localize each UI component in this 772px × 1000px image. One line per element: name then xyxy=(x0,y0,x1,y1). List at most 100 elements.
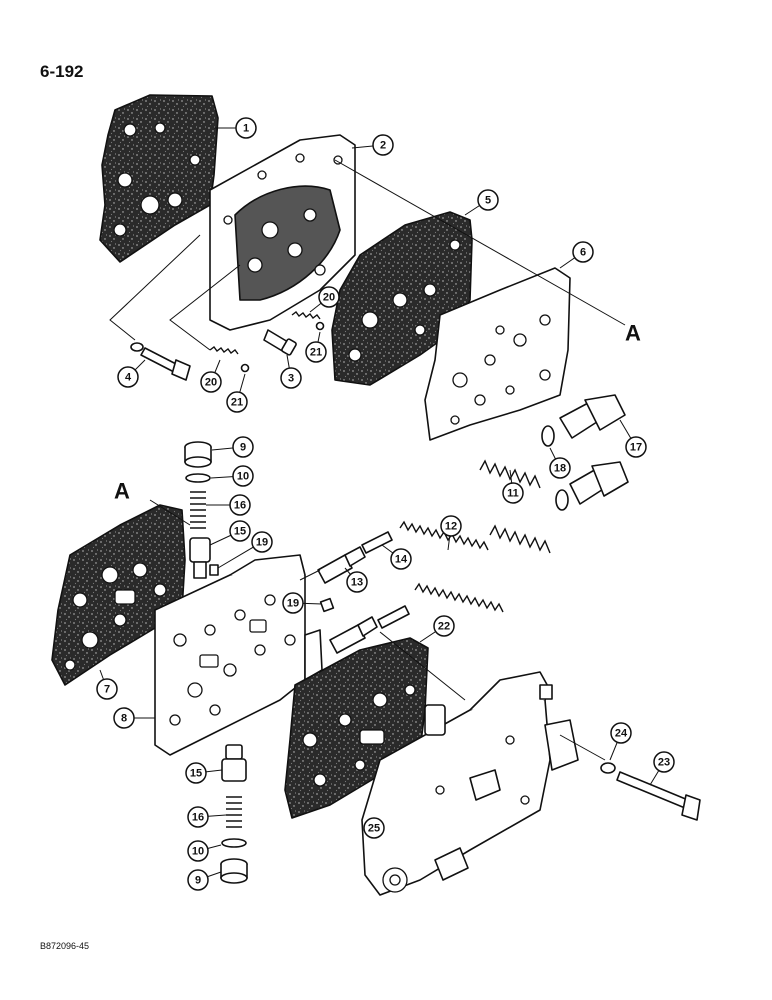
callout-circle-10 xyxy=(187,840,209,862)
callout-circle-16 xyxy=(187,806,209,828)
page-number: 6-192 xyxy=(40,62,84,81)
callout-circle-12 xyxy=(440,515,462,537)
callout-circle-23 xyxy=(653,751,675,773)
valve-13-upper xyxy=(317,546,366,584)
callout-circle-6 xyxy=(572,241,594,263)
plug-17-lower xyxy=(569,461,629,505)
callout-circle-18 xyxy=(549,457,571,479)
callout-label-9: 9 xyxy=(195,875,201,887)
callout-label-6: 6 xyxy=(580,247,586,259)
callout-circle-4 xyxy=(117,366,139,388)
valve-body-8 xyxy=(154,554,323,756)
washer-24 xyxy=(600,762,616,774)
callout-label-20: 20 xyxy=(205,377,217,389)
plate-6 xyxy=(424,267,571,441)
callout-label-12: 12 xyxy=(445,521,457,533)
callout-label-13: 13 xyxy=(351,577,363,589)
callout-label-16: 16 xyxy=(234,500,246,512)
plug-9-bottom xyxy=(220,858,248,884)
callout-circle-20 xyxy=(318,286,340,308)
spring-12-lower xyxy=(414,582,504,613)
ball-21-upper xyxy=(315,321,325,331)
callout-label-15: 15 xyxy=(190,768,202,780)
callout-circle-19 xyxy=(282,592,304,614)
o-ring-10-bottom xyxy=(221,838,247,848)
callout-circle-15 xyxy=(229,520,251,542)
pin-14-upper xyxy=(361,531,393,554)
callout-circle-21 xyxy=(226,391,248,413)
bolt-23 xyxy=(616,771,701,821)
callout-circle-8 xyxy=(113,707,135,729)
reference-letter-a-right: A xyxy=(625,321,641,346)
callout-circle-3 xyxy=(280,367,302,389)
o-ring-18-lower xyxy=(555,489,569,511)
spring-20-lower xyxy=(209,346,239,355)
spring-16-top xyxy=(190,491,206,529)
plug-19-top xyxy=(209,564,219,576)
callout-label-21: 21 xyxy=(231,397,243,409)
callout-circle-5 xyxy=(477,189,499,211)
callout-label-14: 14 xyxy=(395,554,408,566)
callout-circle-24 xyxy=(610,722,632,744)
separator-plate-2 xyxy=(209,134,356,331)
pin-14-lower xyxy=(377,605,410,629)
o-ring-18-upper xyxy=(541,425,555,447)
spring-16-bottom xyxy=(226,796,242,828)
callout-circle-9 xyxy=(232,436,254,458)
callout-label-18: 18 xyxy=(554,463,566,475)
callout-label-24: 24 xyxy=(615,728,628,740)
callout-label-23: 23 xyxy=(658,757,670,769)
bolt-4 xyxy=(130,342,191,381)
callout-circle-1 xyxy=(235,117,257,139)
callout-label-15: 15 xyxy=(234,526,246,538)
gasket-22 xyxy=(284,637,429,819)
ball-21-lower xyxy=(240,363,250,373)
callout-label-16: 16 xyxy=(192,812,204,824)
valve-15-bottom xyxy=(221,744,247,782)
callout-circle-16 xyxy=(229,494,251,516)
callout-label-4: 4 xyxy=(125,372,132,384)
callout-circle-14 xyxy=(390,548,412,570)
plug-19-lower xyxy=(319,597,335,613)
o-ring-10-top xyxy=(185,473,211,483)
callout-circle-7 xyxy=(96,678,118,700)
callout-circle-2 xyxy=(372,134,394,156)
callout-circle-22 xyxy=(433,615,455,637)
callout-circle-13 xyxy=(346,571,368,593)
spring-11-lower xyxy=(489,524,551,554)
callout-circle-15 xyxy=(185,762,207,784)
callout-circle-19 xyxy=(251,531,273,553)
housing-25 xyxy=(361,671,579,896)
callout-label-9: 9 xyxy=(240,442,246,454)
callout-label-2: 2 xyxy=(380,140,386,152)
callout-label-17: 17 xyxy=(630,442,642,454)
callout-label-11: 11 xyxy=(507,488,519,500)
spring-20-upper xyxy=(291,311,321,320)
callout-label-10: 10 xyxy=(237,471,249,483)
gasket-1 xyxy=(99,94,219,263)
callout-label-5: 5 xyxy=(485,195,491,207)
callout-label-25: 25 xyxy=(368,823,380,835)
callout-circle-21 xyxy=(305,341,327,363)
plug-9-top xyxy=(184,441,212,468)
callout-label-19: 19 xyxy=(287,598,299,610)
valve-15-top xyxy=(189,537,211,579)
callout-circle-10 xyxy=(232,465,254,487)
callout-label-1: 1 xyxy=(243,123,249,135)
callout-circle-17 xyxy=(625,436,647,458)
figure-code: B872096-45 xyxy=(40,941,90,951)
callout-label-3: 3 xyxy=(288,373,294,385)
callout-circle-11 xyxy=(502,482,524,504)
callout-label-21: 21 xyxy=(310,347,322,359)
plug-17-upper xyxy=(559,394,626,439)
callout-label-8: 8 xyxy=(121,713,127,725)
spring-11-upper xyxy=(479,459,541,489)
callout-label-7: 7 xyxy=(104,684,110,696)
callout-circle-25 xyxy=(363,817,385,839)
reference-letter-a-left: A xyxy=(114,479,130,504)
callout-circle-9 xyxy=(187,869,209,891)
callout-circle-20 xyxy=(200,371,222,393)
callout-label-19: 19 xyxy=(256,537,268,549)
